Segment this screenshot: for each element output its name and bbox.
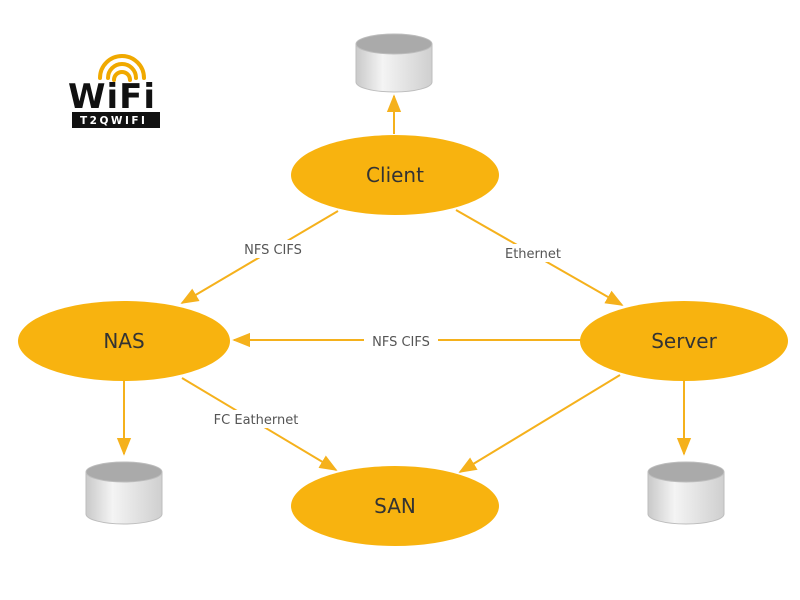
node-san: SAN <box>291 466 499 546</box>
node-san-label: SAN <box>374 494 416 518</box>
wifi-signal-icon <box>98 54 146 82</box>
edge-label-client-server: Ethernet <box>505 247 561 262</box>
edge-label-client-nas: NFS CIFS <box>244 243 302 258</box>
node-client-label: Client <box>366 163 424 187</box>
node-server: Server <box>580 301 788 381</box>
disk-icon-client <box>355 33 433 93</box>
logo-badge <box>72 112 160 128</box>
edge-server-san <box>458 374 621 473</box>
node-nas-label: NAS <box>103 329 144 353</box>
edge-label-nas-san: FC Eathernet <box>214 413 299 428</box>
disk-icon-nas <box>85 461 163 525</box>
t2qwifi-logo: WiFi T2QWIFI <box>68 54 160 128</box>
logo-wordmark: WiFi <box>68 77 156 117</box>
node-nas: NAS <box>18 301 230 381</box>
node-client: Client <box>291 135 499 215</box>
node-server-label: Server <box>651 329 717 353</box>
edge-label-server-nas: NFS CIFS <box>372 335 430 350</box>
logo-subtitle: T2QWIFI <box>80 115 147 127</box>
disk-icon-server <box>647 461 725 525</box>
